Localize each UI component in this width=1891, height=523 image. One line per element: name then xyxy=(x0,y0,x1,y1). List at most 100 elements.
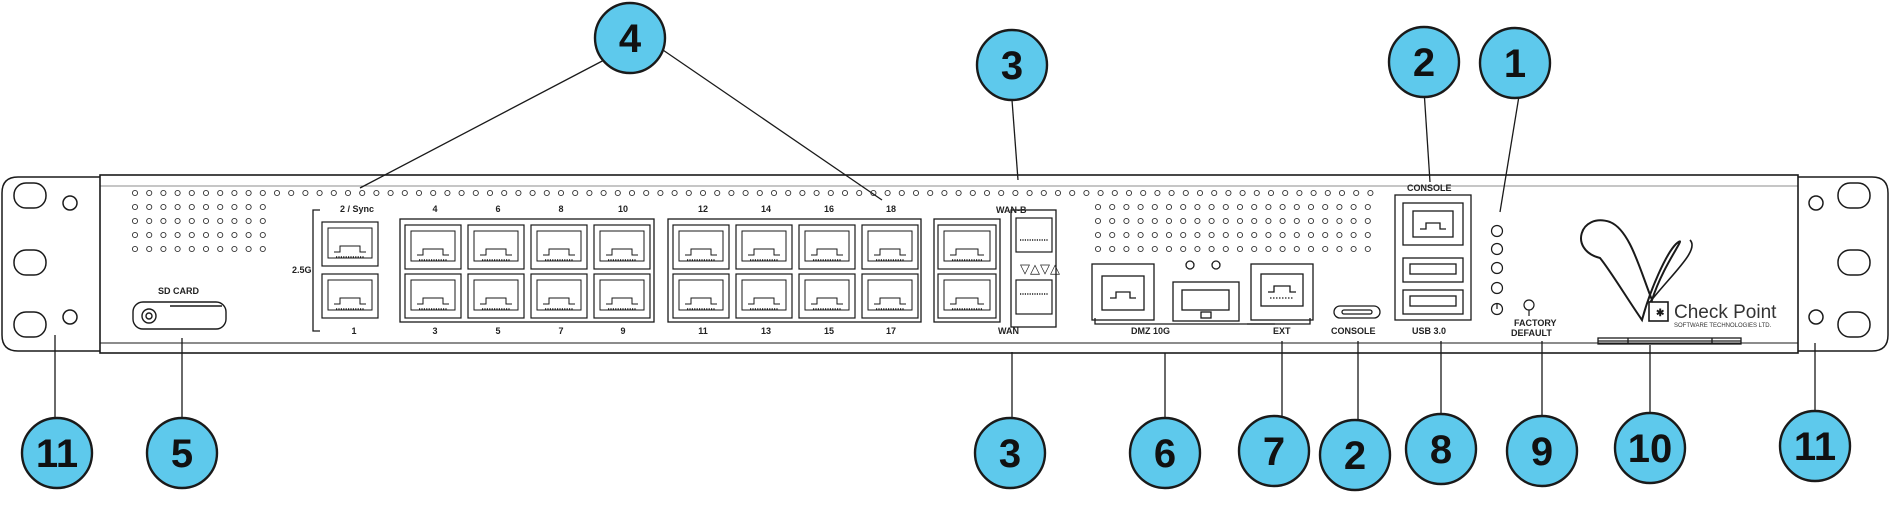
rj45-port[interactable] xyxy=(530,224,588,270)
ethernet-ports: ▽△▽△ xyxy=(321,217,1060,319)
rj45-port[interactable] xyxy=(798,273,856,319)
usb-3-port-lower[interactable] xyxy=(1402,289,1464,315)
vent-hole xyxy=(671,189,678,197)
usb-3-port-upper[interactable] xyxy=(1402,257,1464,283)
vent-hole xyxy=(983,189,991,197)
rack-ear-hole xyxy=(1808,309,1824,325)
vent-hole xyxy=(1165,245,1173,253)
left-rack-ear xyxy=(1,176,100,352)
vent-hole xyxy=(643,189,650,197)
console-usb-c[interactable] xyxy=(1333,305,1381,319)
vent-hole xyxy=(160,189,167,197)
vent-hole xyxy=(1151,245,1158,253)
vent-hole xyxy=(1168,189,1175,197)
vent-hole xyxy=(685,189,692,197)
vent-hole xyxy=(1307,203,1315,211)
sd-card-slot[interactable] xyxy=(132,301,227,330)
sd-card-label: SD CARD xyxy=(158,286,200,296)
ext-port[interactable] xyxy=(1250,263,1314,321)
vent-hole xyxy=(344,189,352,197)
callout-usb-3-ports: 8 xyxy=(1404,412,1478,486)
rj45-port[interactable] xyxy=(593,224,651,270)
factory-label-line1: FACTORY xyxy=(1514,318,1557,328)
rj45-port[interactable] xyxy=(467,224,525,270)
factory-default-button[interactable] xyxy=(1523,299,1535,316)
wan-b-sfp-ports[interactable]: ▽△▽△ xyxy=(1015,217,1060,315)
rj45-port[interactable] xyxy=(321,273,379,319)
port-number-bottom: 11 xyxy=(698,326,708,336)
label-tray[interactable] xyxy=(1597,337,1742,345)
ventilation-holes xyxy=(131,189,1374,253)
port-number-top: 6 xyxy=(495,204,500,214)
port-number-bottom: 1 xyxy=(351,326,356,336)
vent-hole xyxy=(1151,231,1158,239)
rj45-port[interactable] xyxy=(593,273,651,319)
led-icon xyxy=(1490,261,1504,275)
rj45-port[interactable] xyxy=(798,224,856,270)
console-rj45[interactable] xyxy=(1402,202,1464,246)
rj45-port[interactable] xyxy=(467,273,525,319)
vent-hole xyxy=(131,217,139,225)
rj45-port[interactable] xyxy=(404,224,462,270)
callout-number: 5 xyxy=(171,432,193,476)
rack-ear-slot xyxy=(1837,182,1871,209)
vent-hole xyxy=(1293,217,1300,225)
status-leds xyxy=(1490,224,1504,316)
vent-hole xyxy=(1137,245,1144,253)
vent-hole xyxy=(359,189,366,197)
rack-ear-hole xyxy=(62,195,78,211)
vent-hole xyxy=(1236,203,1244,211)
dmz-rj45-port[interactable] xyxy=(1091,263,1155,321)
vent-hole xyxy=(273,189,281,197)
vent-hole xyxy=(1137,203,1144,211)
vent-hole xyxy=(1322,231,1329,239)
vent-hole xyxy=(1293,245,1300,253)
vent-hole xyxy=(1194,203,1201,211)
vent-hole xyxy=(1069,189,1076,197)
dmz-sfp-cage[interactable] xyxy=(1172,281,1240,322)
rj45-port[interactable] xyxy=(861,273,919,319)
rj45-port[interactable] xyxy=(672,224,730,270)
led-icon xyxy=(1490,242,1504,256)
vent-hole xyxy=(316,189,323,197)
vent-hole xyxy=(160,245,167,253)
vent-hole xyxy=(245,217,252,225)
callout-lan-ports: 4 xyxy=(593,1,667,75)
vent-hole xyxy=(1208,245,1215,253)
led-arrows-icon: ▽△▽△ xyxy=(1020,261,1060,276)
callout-leader-lines xyxy=(54,47,1816,430)
vent-hole xyxy=(188,231,195,239)
vent-hole xyxy=(1353,189,1360,197)
vent-hole xyxy=(174,217,181,225)
rj45-port[interactable] xyxy=(937,224,997,270)
vent-hole xyxy=(1125,189,1133,197)
callout-number: 11 xyxy=(36,432,78,476)
lan-block-b xyxy=(667,218,922,323)
vent-hole xyxy=(1109,203,1116,211)
rj45-port[interactable] xyxy=(735,224,793,270)
rj45-port[interactable] xyxy=(321,221,379,267)
vent-hole xyxy=(912,189,920,197)
vent-hole xyxy=(1336,245,1343,253)
vent-hole xyxy=(131,245,139,253)
rj45-port[interactable] xyxy=(530,273,588,319)
vent-hole xyxy=(728,189,735,197)
vent-hole xyxy=(245,203,252,211)
rj45-port[interactable] xyxy=(937,273,997,319)
vent-hole xyxy=(614,189,621,197)
vent-hole xyxy=(515,189,522,197)
vent-hole xyxy=(1364,231,1371,239)
vent-hole xyxy=(1350,231,1357,239)
vent-hole xyxy=(941,189,948,197)
vent-hole xyxy=(288,189,295,197)
console-usb-label: CONSOLE xyxy=(1331,326,1376,336)
check-point-logo: ✱ xyxy=(1580,219,1693,323)
vent-hole xyxy=(160,217,167,225)
rj45-port[interactable] xyxy=(735,273,793,319)
rj45-port[interactable] xyxy=(404,273,462,319)
rj45-port[interactable] xyxy=(861,224,919,270)
rj45-port[interactable] xyxy=(672,273,730,319)
port-number-bottom: 17 xyxy=(886,326,896,336)
port-number-top: 16 xyxy=(824,204,834,214)
rack-ear-slot xyxy=(1837,249,1871,276)
